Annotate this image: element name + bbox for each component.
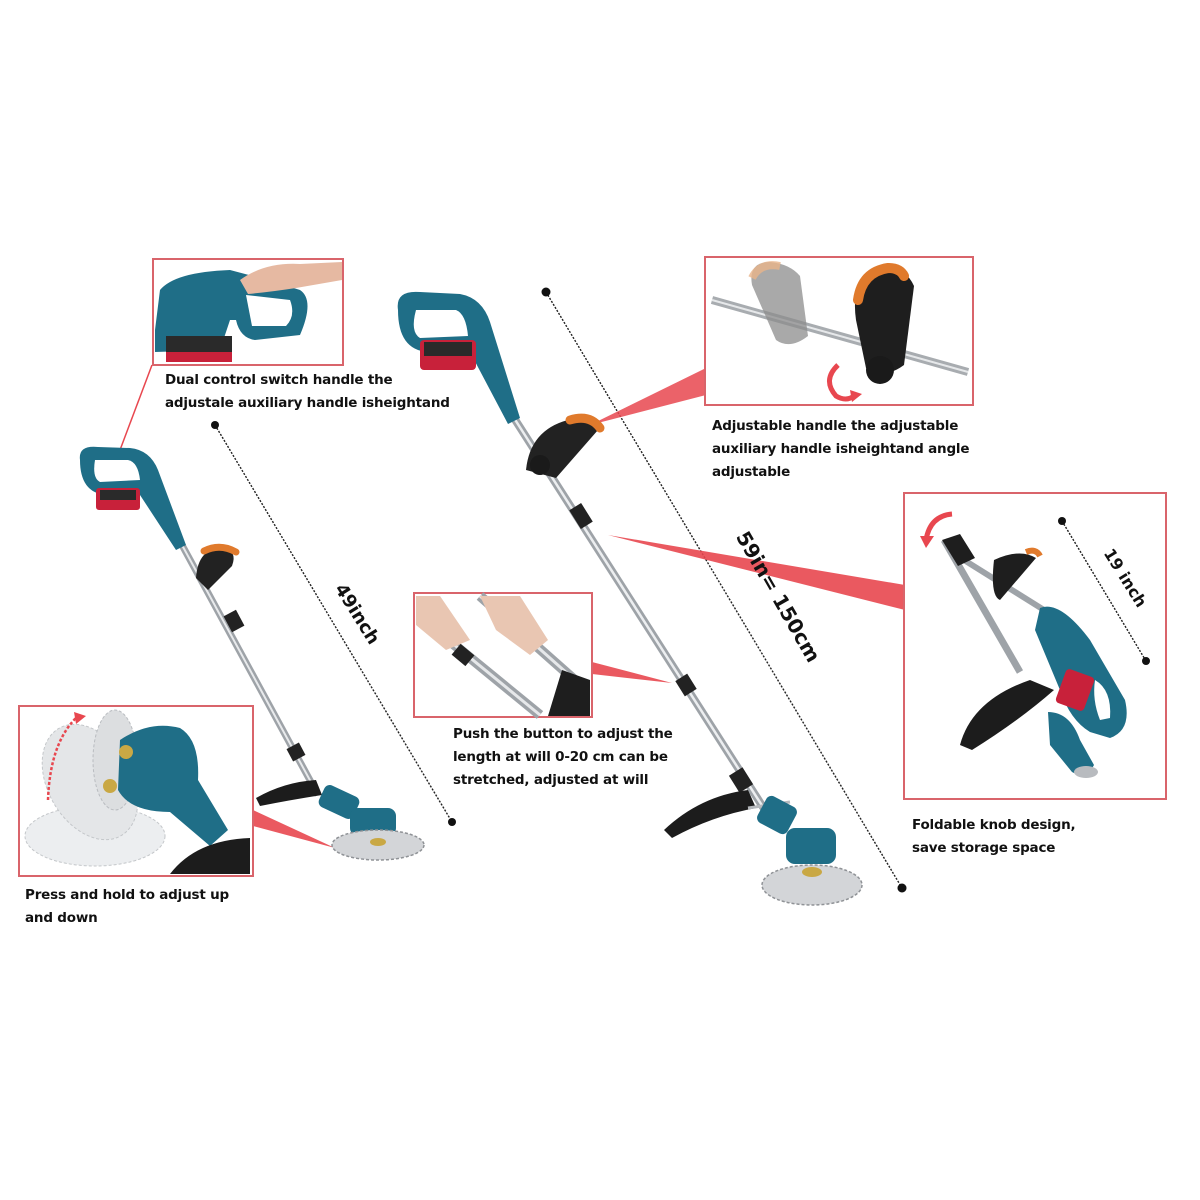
caption-line: auxiliary handle isheightand angle bbox=[712, 441, 970, 457]
caption-telescopic-button: Push the button to adjust the length at … bbox=[453, 723, 673, 792]
caption-line: Dual control switch handle the bbox=[165, 372, 393, 388]
caption-adjustable-handle: Adjustable handle the adjustable auxilia… bbox=[712, 415, 969, 484]
caption-line: save storage space bbox=[912, 840, 1056, 856]
caption-line: adjustable bbox=[712, 464, 791, 480]
inset-adjustable-handle bbox=[704, 256, 974, 406]
trimmer-full bbox=[397, 291, 863, 906]
caption-line: Adjustable handle the adjustable bbox=[712, 418, 959, 434]
inset-foldable-knob bbox=[903, 492, 1167, 800]
caption-dual-control-handle: Dual control switch handle the adjustale… bbox=[165, 369, 450, 415]
caption-line: Foldable knob design, bbox=[912, 817, 1076, 833]
callout-connectors bbox=[119, 364, 905, 848]
caption-line: length at will 0-20 cm can be bbox=[453, 749, 668, 765]
trimmer-short bbox=[79, 446, 425, 861]
caption-line: stretched, adjusted at will bbox=[453, 772, 649, 788]
caption-head-tilt: Press and hold to adjust up and down bbox=[25, 884, 229, 930]
caption-line: Push the button to adjust the bbox=[453, 726, 673, 742]
caption-line: and down bbox=[25, 910, 98, 926]
caption-foldable-knob: Foldable knob design, save storage space bbox=[912, 814, 1076, 860]
caption-line: Press and hold to adjust up bbox=[25, 887, 229, 903]
inset-telescopic-button bbox=[413, 592, 593, 719]
inset-head-tilt bbox=[18, 705, 254, 877]
caption-line: adjustale auxiliary handle isheightand bbox=[165, 395, 450, 411]
measure-line-49inch bbox=[211, 421, 456, 826]
measure-line-59inch bbox=[541, 287, 907, 893]
inset-dual-control-handle bbox=[152, 258, 344, 366]
